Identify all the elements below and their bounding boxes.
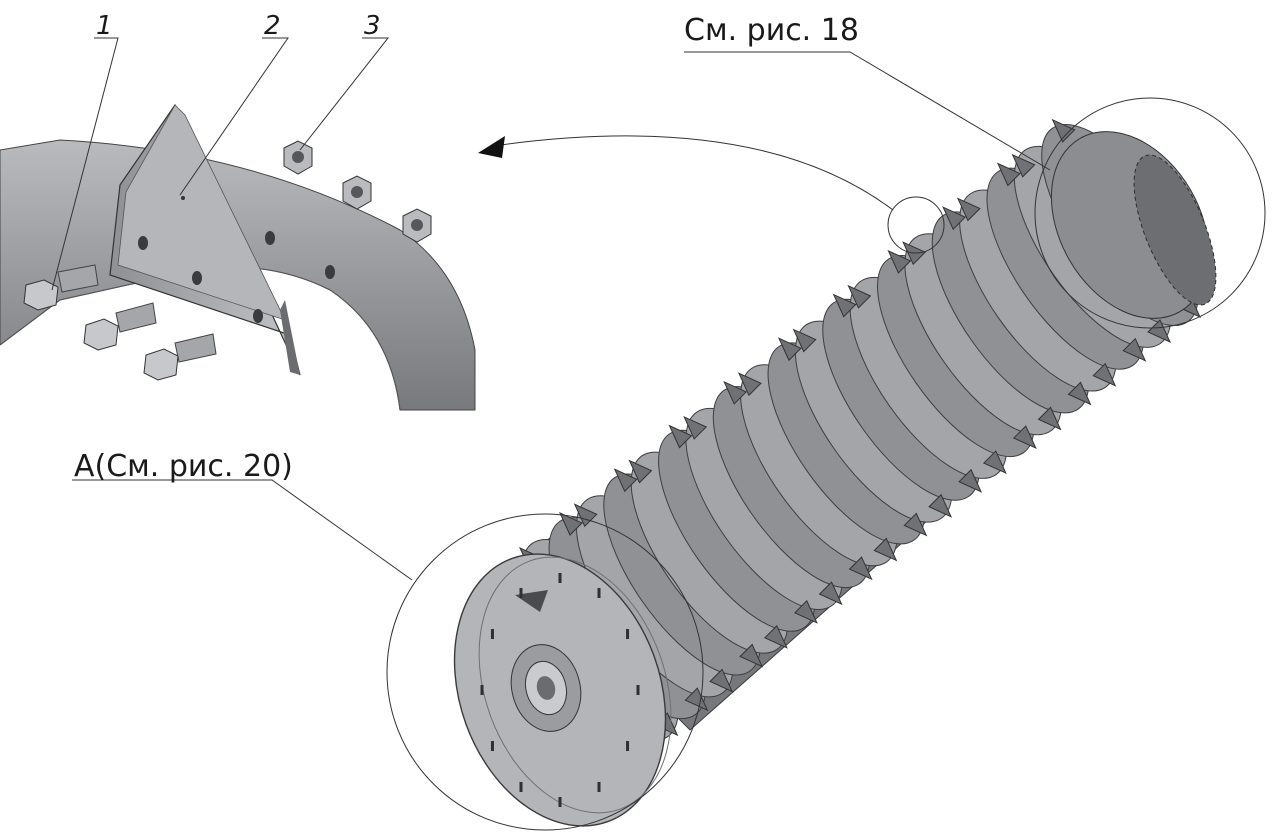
knife-tooth	[903, 512, 928, 537]
knife-tooth	[847, 284, 872, 309]
detail-circle-18	[1034, 97, 1266, 329]
hub	[510, 644, 582, 732]
disc-pin	[626, 629, 630, 639]
disc-pin	[626, 741, 630, 751]
knife-tooth	[793, 599, 818, 624]
knife-tooth	[848, 556, 873, 581]
knife-tooth	[1011, 153, 1036, 178]
knife-tooth	[763, 624, 788, 649]
knife-plate-blade	[280, 300, 300, 375]
knife-tooth	[684, 687, 709, 712]
disc-pin	[519, 781, 523, 792]
knife-tooth	[1092, 362, 1117, 387]
knife-tooth	[887, 249, 912, 274]
nut	[342, 175, 372, 210]
knife-tooth	[1037, 406, 1062, 431]
nut	[402, 208, 432, 243]
knife-tooth	[982, 450, 1007, 475]
exploded-detail	[0, 103, 476, 411]
reference-label-18: См. рис. 18	[684, 13, 859, 48]
knife-tooth	[1147, 319, 1172, 344]
knife-tooth	[709, 668, 734, 693]
near-end-disc-rim	[478, 556, 672, 814]
disc-pin	[519, 588, 523, 599]
disc-pin	[597, 588, 601, 599]
disc-pin	[558, 797, 562, 807]
disc-pin	[558, 573, 562, 583]
disc-pin	[490, 741, 494, 751]
disc-pins	[480, 573, 640, 807]
knife-tooth	[942, 206, 967, 231]
knife-tooth	[613, 468, 638, 493]
detail-arrow	[499, 135, 894, 211]
arm-hole	[325, 265, 335, 279]
callout-3: 3	[364, 11, 381, 41]
sprocket	[1133, 154, 1217, 306]
knife-tooth	[739, 643, 764, 668]
knife-tooth	[668, 424, 693, 449]
knife-hole	[192, 271, 202, 285]
disc-pin	[636, 685, 640, 695]
bolt	[83, 302, 157, 351]
knife-tooth	[1067, 381, 1092, 406]
knife-tooth	[1012, 425, 1037, 450]
rotor-drum	[453, 118, 1217, 827]
disc-pin	[490, 629, 494, 639]
knife-tooth	[792, 328, 817, 353]
bolt	[143, 333, 217, 381]
knife-hole	[138, 236, 148, 250]
callout-1: 1	[96, 11, 113, 41]
knife-tooth	[723, 380, 748, 405]
knife-tooth	[832, 293, 857, 318]
leader-lines	[51, 37, 1051, 581]
disc-window	[515, 590, 548, 612]
detail-circle-small	[887, 196, 945, 254]
arrow-head	[478, 136, 505, 158]
knife-tooth	[683, 415, 708, 440]
bolt	[23, 264, 99, 311]
callout-2: 2	[264, 11, 281, 41]
knife-tooth	[628, 459, 653, 484]
knife-tooth	[777, 337, 802, 362]
disc-pin	[597, 781, 601, 792]
knife-plate-face	[117, 104, 286, 321]
reference-label-a: А(См. рис. 20)	[74, 449, 293, 484]
knife-tooth	[1051, 118, 1076, 143]
knife-hole	[253, 309, 263, 323]
knife-tooth	[737, 372, 762, 397]
nut	[283, 140, 313, 175]
detail-circle-a	[386, 513, 704, 831]
knife-tooth	[818, 581, 843, 606]
knife-tooth	[1122, 337, 1147, 362]
disc-pin	[480, 685, 484, 695]
knife-tooth	[956, 197, 981, 222]
knife-tooth	[558, 511, 583, 536]
knife-tooth	[928, 493, 953, 518]
knife-tooth	[958, 468, 983, 493]
arm-hole	[265, 231, 275, 245]
knife-tooth	[873, 537, 898, 562]
knife-tooth	[996, 162, 1021, 187]
